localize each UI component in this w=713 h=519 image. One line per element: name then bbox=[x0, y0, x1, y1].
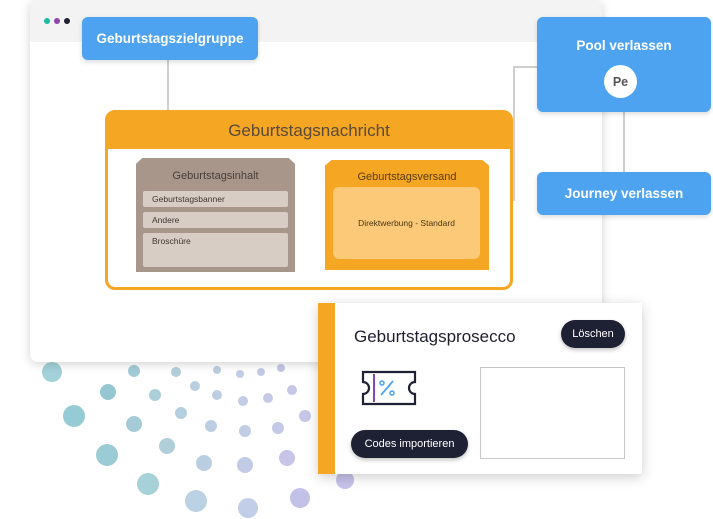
birthday-message-header: Geburtstagsnachricht bbox=[108, 113, 510, 149]
birthday-content-title: Geburtstagsinhalt bbox=[172, 170, 259, 182]
leave-pool-label: Pool verlassen bbox=[576, 38, 672, 53]
import-codes-label: Codes importieren bbox=[364, 438, 455, 450]
connector-exit-vertical bbox=[513, 66, 515, 201]
coupon-panel: Geburtstagsprosecco Löschen Codes import… bbox=[318, 303, 642, 474]
dispatch-channel[interactable]: Direktwerbung - Standard bbox=[333, 187, 480, 259]
coupon-title: Geburtstagsprosecco bbox=[354, 327, 516, 346]
user-avatar[interactable]: Pe bbox=[604, 65, 637, 98]
connector-pool-to-journey bbox=[623, 112, 625, 172]
dispatch-channel-label: Direktwerbung - Standard bbox=[358, 218, 455, 228]
birthday-dispatch-card[interactable]: Geburtstagsversand Direktwerbung - Stand… bbox=[325, 160, 489, 270]
birthday-content-card[interactable]: Geburtstagsinhalt Geburtstagsbanner Ande… bbox=[136, 158, 295, 272]
content-item-other[interactable]: Andere bbox=[143, 212, 288, 228]
content-item-brochure[interactable]: Broschüre bbox=[143, 233, 288, 267]
coupon-ticket-icon bbox=[361, 370, 417, 406]
delete-button[interactable]: Löschen bbox=[561, 320, 625, 348]
connector-audience-to-message bbox=[167, 60, 169, 110]
window-dot-purple bbox=[54, 18, 60, 24]
coupon-accent-stripe bbox=[318, 303, 335, 474]
window-dot-teal bbox=[44, 18, 50, 24]
birthday-audience-node[interactable]: Geburtstagszielgruppe bbox=[82, 17, 258, 60]
delete-button-label: Löschen bbox=[572, 328, 614, 340]
leave-journey-node[interactable]: Journey verlassen bbox=[537, 172, 711, 215]
coupon-codes-area[interactable] bbox=[480, 367, 625, 459]
leave-journey-label: Journey verlassen bbox=[564, 186, 684, 201]
birthday-audience-label: Geburtstagszielgruppe bbox=[96, 31, 244, 46]
birthday-dispatch-title: Geburtstagsversand bbox=[357, 171, 457, 183]
birthday-message-title: Geburtstagsnachricht bbox=[228, 121, 390, 140]
connector-exit-to-pool bbox=[513, 66, 537, 68]
user-avatar-initials: Pe bbox=[612, 74, 629, 89]
window-dot-dark bbox=[64, 18, 70, 24]
import-codes-button[interactable]: Codes importieren bbox=[351, 430, 468, 458]
content-item-banner[interactable]: Geburtstagsbanner bbox=[143, 191, 288, 207]
